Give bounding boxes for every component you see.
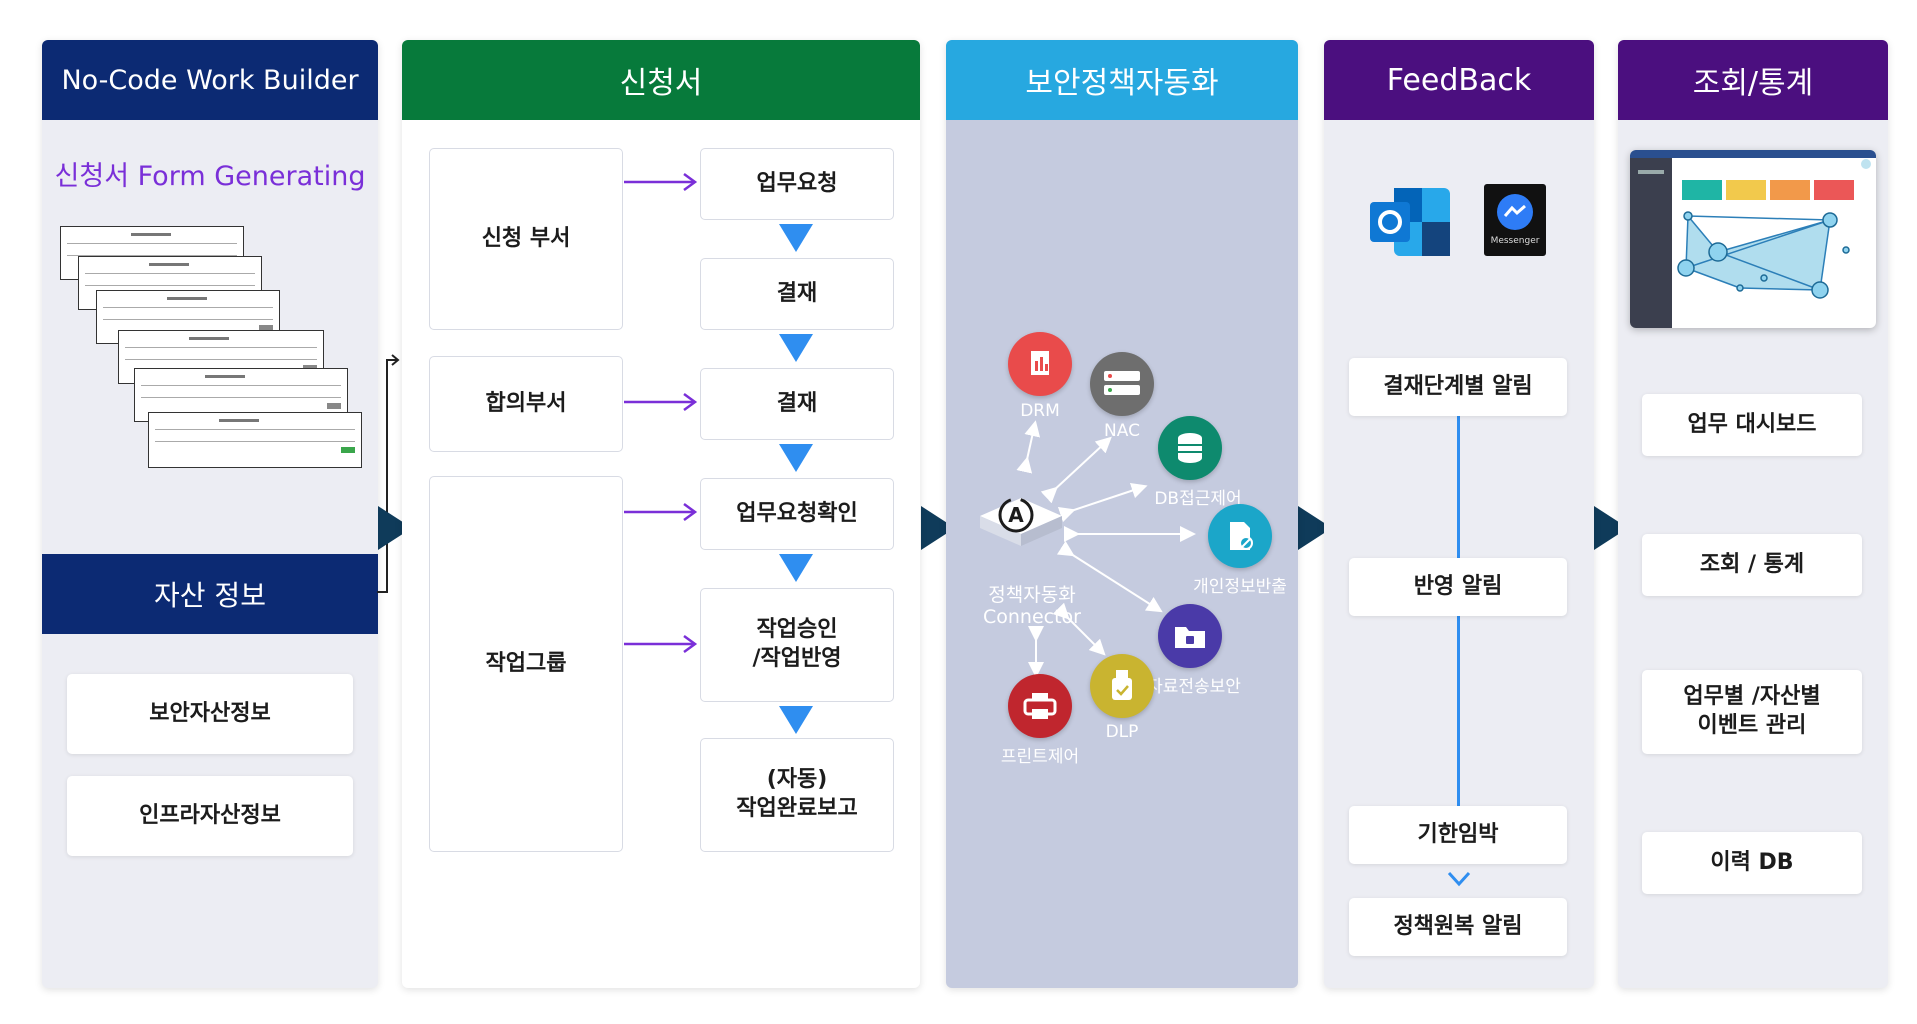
column-header: 조회/통계 — [1618, 40, 1888, 120]
asset-info-title: 자산 정보 — [154, 579, 266, 612]
asset-info-header: 자산 정보 — [42, 554, 378, 634]
column-security-automation: 보안정책자동화 A 정책자동화 Conne — [946, 40, 1298, 988]
step-work-request: 업무요청 — [700, 148, 894, 220]
feedback-deadline-alert: 기한임박 — [1349, 806, 1567, 864]
group-requesting-dept: 신청 부서 — [429, 148, 623, 330]
column-work-builder: No-Code Work Builder 신청서 Form Generating… — [42, 40, 378, 988]
db-access-icon — [1158, 416, 1222, 480]
down-arrow — [779, 554, 813, 582]
column-title: No-Code Work Builder — [61, 64, 359, 96]
personal-info-icon — [1208, 504, 1272, 568]
stat-history-db: 이력 DB — [1642, 832, 1862, 894]
print-control-label: 프린트제어 — [1000, 747, 1080, 767]
form-generating-label: 신청서 Form Generating — [54, 161, 366, 192]
messenger-label: Messenger — [1490, 236, 1540, 246]
step-auto-complete: (자동) 작업완료보고 — [700, 738, 894, 852]
file-transfer-label: 자료전송보안 — [1147, 677, 1241, 697]
chevron-down-icon — [1447, 871, 1471, 887]
column-header: FeedBack — [1324, 40, 1594, 120]
security-asset-box: 보안자산정보 — [67, 674, 353, 754]
stat-event-mgmt: 업무별 /자산별 이벤트 관리 — [1642, 670, 1862, 754]
column-header: 신청서 — [402, 40, 920, 120]
messenger-logo-icon — [1497, 194, 1533, 230]
column-title: 보안정책자동화 — [1025, 66, 1219, 101]
nac-label: NAC — [1104, 421, 1140, 441]
dlp-icon — [1090, 654, 1154, 718]
db-access-label: DB접근제어 — [1154, 489, 1242, 509]
file-transfer-icon — [1158, 604, 1222, 668]
drm-label: DRM — [1020, 401, 1060, 421]
bracket-connector — [377, 354, 400, 593]
feedback-restore-alert: 정책원복 알림 — [1349, 898, 1567, 956]
feedback-apply-alert: 반영 알림 — [1349, 558, 1567, 616]
column-title: FeedBack — [1386, 62, 1532, 98]
svg-text:A: A — [1008, 503, 1024, 527]
feedback-approval-alert: 결재단계별 알림 — [1349, 358, 1567, 416]
nac-icon — [1090, 352, 1154, 416]
column-title: 신청서 — [619, 66, 703, 101]
step-work-approve: 작업승인 /작업반영 — [700, 588, 894, 702]
column-statistics: 조회/통계 업무 대시 — [1618, 40, 1888, 988]
column-application: 신청서 신청 부서 합의부서 작업그룹 업무요청 결재 결재 업무요청확인 작업… — [402, 40, 920, 988]
down-arrow — [779, 224, 813, 252]
down-arrow — [779, 444, 813, 472]
stat-dashboard: 업무 대시보드 — [1642, 394, 1862, 456]
personal-info-label: 개인정보반출 — [1193, 577, 1287, 597]
connector-label-2: Connector — [983, 606, 1081, 628]
column-title: 조회/통계 — [1692, 66, 1814, 101]
group-arrows — [624, 172, 698, 654]
form-thumbnail — [148, 412, 362, 468]
dashboard-illustration — [1630, 150, 1876, 328]
column-header: 보안정책자동화 — [946, 40, 1298, 120]
drm-icon — [1008, 332, 1072, 396]
connector-label-1: 정책자동화 — [988, 584, 1076, 606]
step-approval-1: 결재 — [700, 258, 894, 330]
down-arrow — [779, 334, 813, 362]
step-approval-2: 결재 — [700, 368, 894, 440]
connector-emblem-icon: A — [993, 492, 1039, 538]
messenger-icon: Messenger — [1484, 184, 1546, 256]
column-header: No-Code Work Builder — [42, 40, 378, 120]
connector-arrows — [1016, 420, 1196, 678]
feedback-timeline-line — [1457, 416, 1460, 846]
group-consulting-dept: 합의부서 — [429, 356, 623, 452]
column-feedback: FeedBack Messenger 결재단계별 알림 반영 알림 기한임박 정… — [1324, 40, 1594, 988]
print-control-icon — [1008, 674, 1072, 738]
down-arrow — [779, 706, 813, 734]
stat-query: 조회 / 통계 — [1642, 534, 1862, 596]
dlp-label: DLP — [1105, 722, 1139, 742]
outlook-icon — [1370, 184, 1456, 260]
infra-asset-box: 인프라자산정보 — [67, 776, 353, 856]
group-work-team: 작업그룹 — [429, 476, 623, 852]
step-request-confirm: 업무요청확인 — [700, 478, 894, 550]
